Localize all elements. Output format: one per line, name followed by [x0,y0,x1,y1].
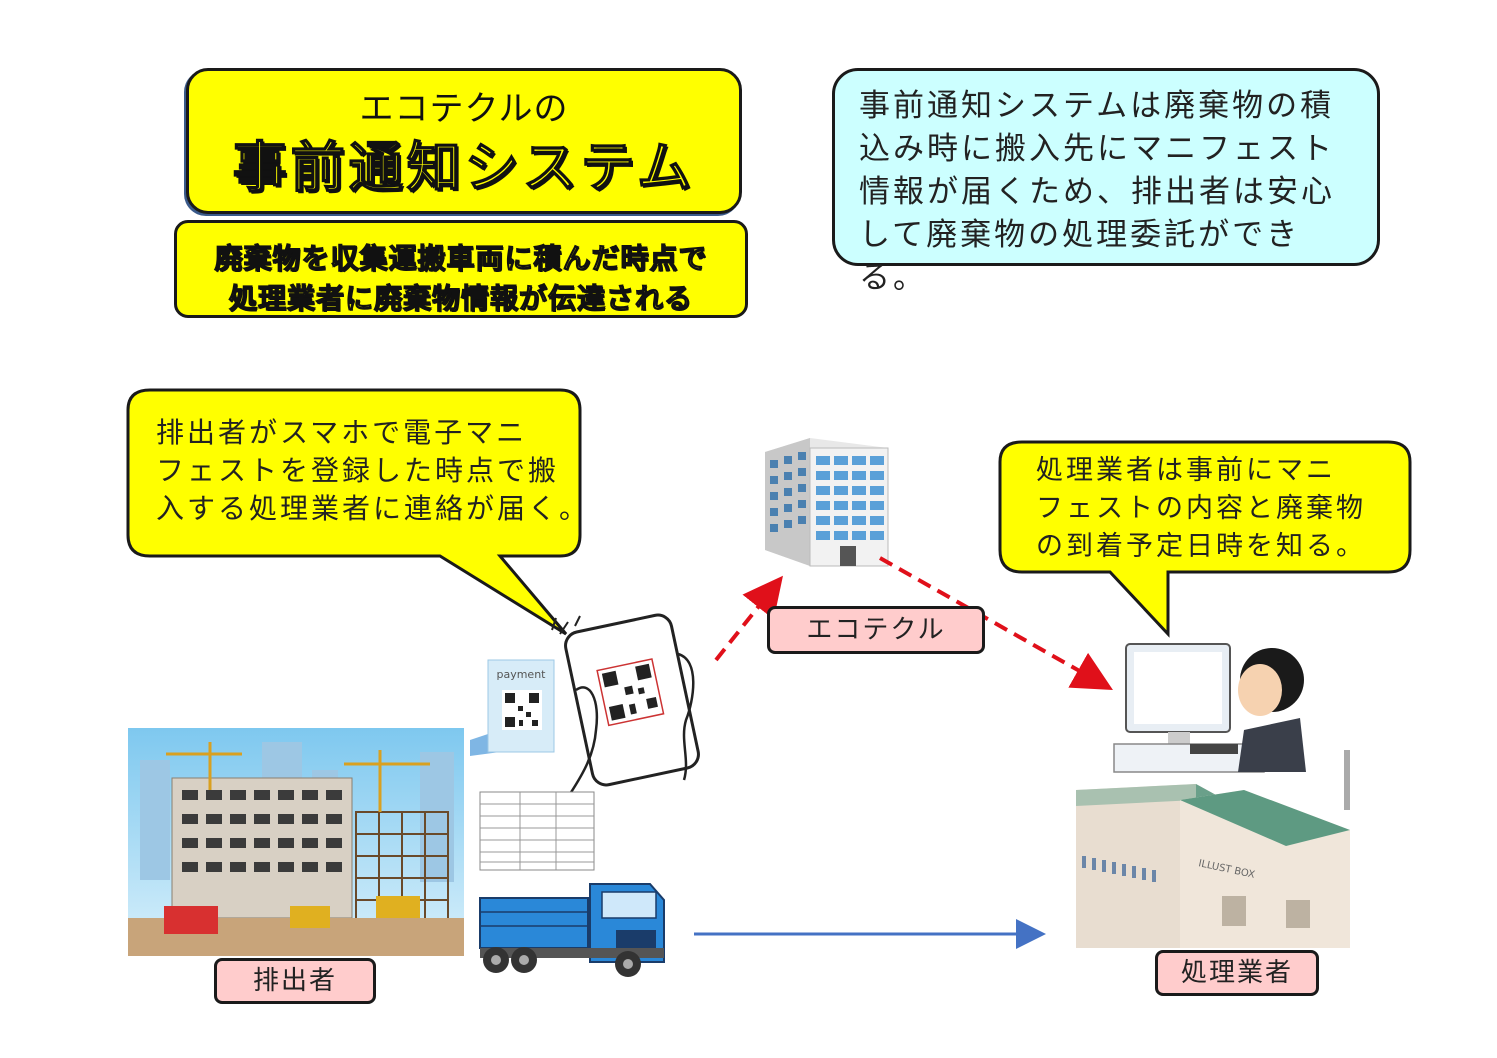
subtitle-box: 廃棄物を収集運搬車両に積んだ時点で 処理業者に廃棄物情報が伝達される [174,220,748,318]
bubble-left-line: フェストを登録した時点で搬 [156,454,560,487]
manifest-document-icon [479,791,595,871]
building-icon [765,438,889,567]
info-text: 事前通知システムは廃棄物の積 込み時に搬入先にマニフェスト 情報が届くため、排出… [859,85,1361,300]
info-line: 事前通知システムは廃棄物の積 [859,88,1335,124]
title-line2: 事前通知システム [232,135,696,200]
subtitle-line1: 廃棄物を収集運搬車両に積んだ時点で [214,241,708,275]
title-box: エコテクルの 事前通知システム [186,68,742,214]
worker-computer-icon [1113,643,1306,773]
bubble-left-text: 排出者がスマホで電子マニ フェストを登録した時点で搬 入する処理業者に連絡が届く… [156,414,590,528]
construction-site-image [128,728,464,956]
info-line: 込み時に搬入先にマニフェスト [859,131,1335,167]
smartphone-qr-icon [551,613,700,801]
qr-card-text: payment [496,668,546,681]
truck-icon [479,883,665,977]
info-line: 情報が届くため、排出者は安心 [859,174,1335,210]
speech-bubble-right [998,440,1412,638]
title-line1: エコテクルの [359,89,569,129]
speech-bubble-left [126,388,582,636]
info-line: して廃棄物の処理委託ができる。 [859,217,1301,296]
factory-icon: ILLUST BOX [1076,750,1350,948]
bubble-right-line: の到着予定日時を知る。 [1036,531,1366,562]
dashed-arrow-to-ecotekuru [714,575,783,662]
subtitle-line2: 処理業者に廃棄物情報が伝達される [228,281,693,315]
label-shori: 処理業者 [1155,950,1319,996]
bubble-left-line: 排出者がスマホで電子マニ [156,416,528,449]
label-ecotekuru: エコテクル [767,606,985,654]
info-box: 事前通知システムは廃棄物の積 込み時に搬入先にマニフェスト 情報が届くため、排出… [832,68,1380,296]
bubble-left-line: 入する処理業者に連絡が届く。 [156,492,591,525]
bubble-right-line: フェストの内容と廃棄物 [1036,493,1366,524]
bubble-right-line: 処理業者は事前にマニ [1036,455,1336,486]
label-haishutsu: 排出者 [214,958,376,1004]
qr-card-icon: payment [470,659,555,756]
bubble-right-text: 処理業者は事前にマニ フェストの内容と廃棄物 の到着予定日時を知る。 [1036,452,1366,566]
